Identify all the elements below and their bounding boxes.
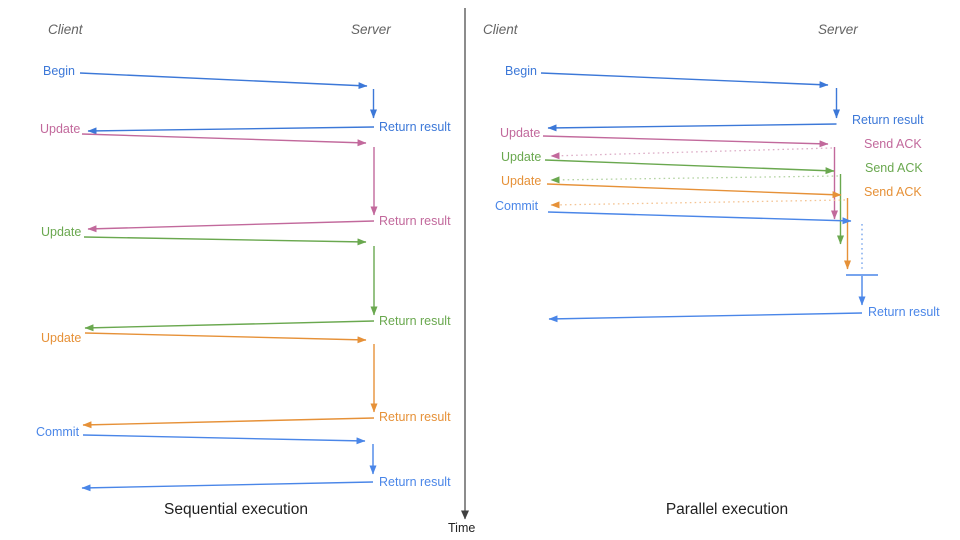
par-commit-label: Commit (495, 199, 539, 213)
par-update3-ack-line (550, 199, 846, 209)
seq-update1-return-line (87, 220, 375, 233)
sequential-execution-caption: Sequential execution (164, 501, 308, 518)
par-commit-return-label: Return result (868, 305, 940, 319)
par-update1-ack-label: Send ACK (864, 137, 922, 151)
seq-update3-label: Update (41, 331, 82, 345)
seq-client-header: Client (48, 22, 83, 37)
seq-server-header: Server (351, 22, 391, 37)
seq-commit-request-line (82, 434, 366, 445)
seq-update3-return-label: Return result (379, 410, 451, 424)
par-update3-ack-label: Send ACK (864, 185, 922, 199)
seq-update2-return-label: Return result (379, 314, 451, 328)
seq-update3-request-line (84, 332, 367, 344)
par-update1-request-line (542, 135, 829, 148)
seq-commit-return-label: Return result (379, 475, 451, 489)
seq-update2-label: Update (41, 225, 82, 239)
par-update2-ack-label: Send ACK (865, 161, 923, 175)
par-server-header: Server (818, 22, 858, 37)
seq-commit-return-line (81, 481, 374, 492)
seq-update1-label: Update (40, 122, 81, 136)
par-update2-label: Update (501, 150, 542, 164)
par-begin-return-line (547, 123, 837, 132)
par-update1-label: Update (500, 126, 541, 140)
par-update2-request-line (544, 159, 835, 175)
parallel-execution-caption: Parallel execution (665, 501, 789, 518)
seq-begin-return-line (87, 126, 375, 135)
par-update1-ack-line (550, 147, 833, 160)
time-axis-label: Time (448, 521, 476, 535)
seq-update1-request-line (81, 133, 367, 147)
par-commit-return-line (548, 312, 863, 323)
par-update2-ack-line (550, 175, 839, 184)
par-client-header: Client (483, 22, 518, 37)
par-begin-request-line (540, 72, 829, 89)
seq-begin-label: Begin (43, 64, 75, 78)
par-begin-return-label: Return result (852, 113, 924, 127)
seq-begin-request-line (79, 72, 368, 90)
seq-commit-label: Commit (36, 425, 80, 439)
seq-update2-return-line (84, 320, 375, 332)
par-commit-request-line (547, 211, 852, 225)
par-update3-request-line (546, 183, 842, 199)
seq-update1-return-label: Return result (379, 214, 451, 228)
seq-update2-request-line (83, 236, 367, 246)
seq-begin-return-label: Return result (379, 120, 451, 134)
par-update3-label: Update (501, 174, 542, 188)
seq-update3-return-line (82, 417, 375, 429)
par-begin-label: Begin (505, 64, 537, 78)
